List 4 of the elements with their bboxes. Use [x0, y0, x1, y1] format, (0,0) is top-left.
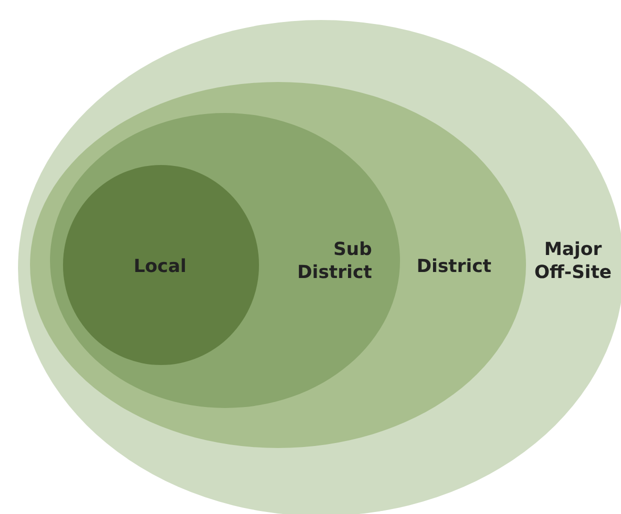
- region-label: Local: [132, 255, 188, 278]
- region-label: Major Off-Site: [533, 238, 613, 284]
- region-label: Sub District: [296, 238, 372, 284]
- region-label: District: [416, 255, 492, 278]
